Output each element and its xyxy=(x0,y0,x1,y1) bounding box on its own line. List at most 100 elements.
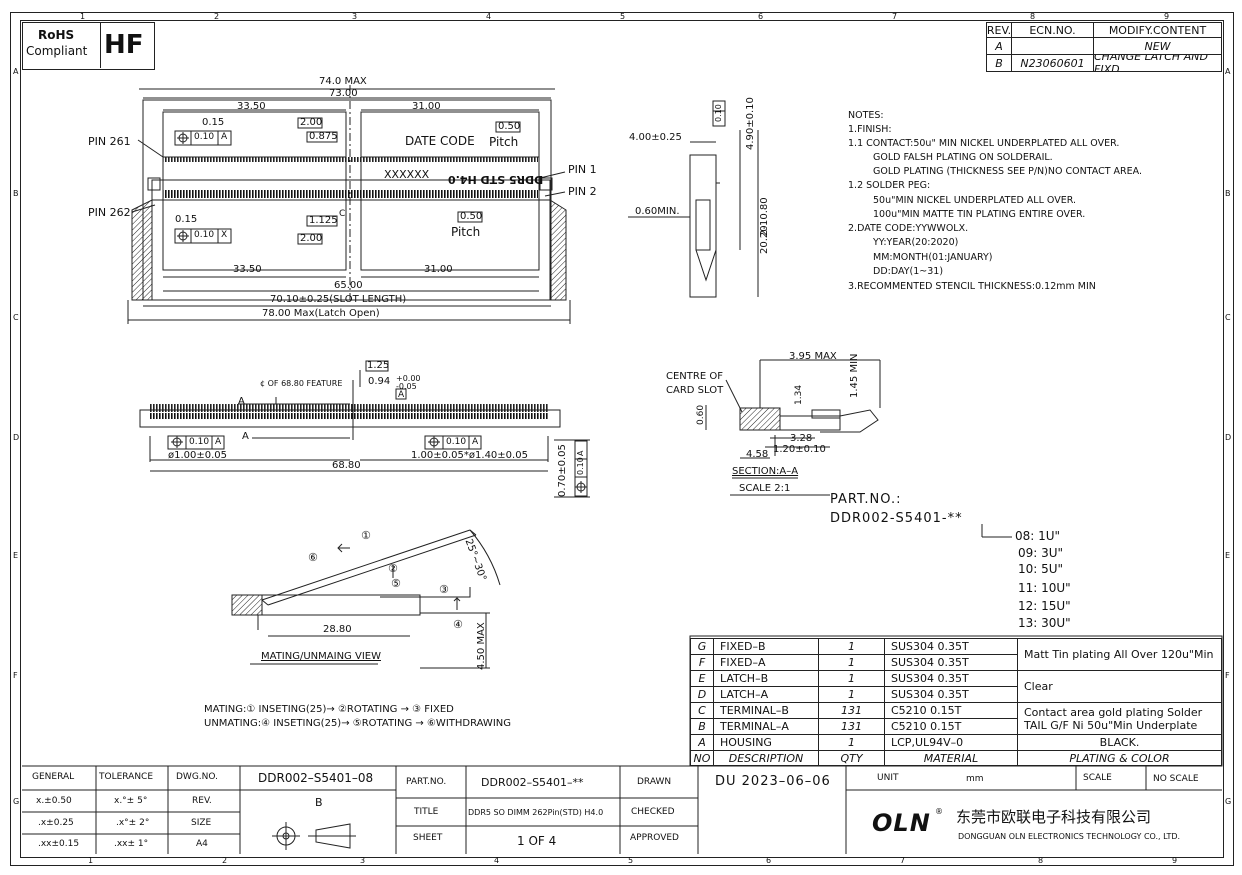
dim-6880: 68.80 xyxy=(332,460,361,471)
bom-no: B xyxy=(690,718,714,735)
col-label-6: 6 xyxy=(758,12,764,21)
dim-200-bot: 2.00 xyxy=(300,233,323,244)
gdt-tol-bot: 0.10 xyxy=(194,230,215,240)
part-no-label: PART.NO.: xyxy=(830,492,902,507)
centre-mark: C xyxy=(339,209,346,219)
row-label-f-right: F xyxy=(1225,671,1230,680)
pin-2-label: PIN 2 xyxy=(568,185,597,198)
dim-094: 0.94 xyxy=(368,376,391,387)
col-label-5: 5 xyxy=(620,12,626,21)
dim-070: 0.70±0.05 xyxy=(557,444,568,497)
bom-header-desc: DESCRIPTION xyxy=(713,750,819,766)
section-title: SECTION:A–A xyxy=(732,466,799,477)
bom-header-plating: PLATING & COLOR xyxy=(1017,750,1222,766)
bom-material: C5210 0.15T xyxy=(884,702,1018,719)
bom-material: SUS304 0.35T xyxy=(884,638,1018,655)
col-label-8-bottom: 8 xyxy=(1038,856,1044,865)
col-label-4-bottom: 4 xyxy=(494,856,500,865)
gdt-tol-left: 0.10 xyxy=(189,437,210,447)
dim-0875: 0.875 xyxy=(309,131,338,142)
title-value: DDR5 SO DIMM 262Pin(STD) H4.0 xyxy=(468,808,604,817)
content-b: CHANGE LATCH AND FIXD xyxy=(1093,54,1222,72)
row-label-a-right: A xyxy=(1225,67,1231,76)
part-no-label-tb: PART.NO. xyxy=(406,777,447,787)
row-label-c-right: C xyxy=(1225,313,1231,322)
part-no-value: DDR002-S5401-** xyxy=(830,511,963,526)
pitch-label-top: Pitch xyxy=(489,135,519,149)
plating-terminal: Contact area gold plating Solder TAIL G/… xyxy=(1017,702,1222,735)
part-option-12: 12: 15U" xyxy=(1018,599,1071,613)
bom-material: SUS304 0.35T xyxy=(884,654,1018,671)
col-label-3-bottom: 3 xyxy=(360,856,366,865)
row-label-e-right: E xyxy=(1225,551,1231,560)
tol-2-linear: .x±0.25 xyxy=(38,818,74,828)
section-scale: SCALE 2:1 xyxy=(739,483,791,494)
row-label-f: F xyxy=(13,671,18,680)
gdt-datum-vertical: A xyxy=(576,450,585,456)
bom-header-material: MATERIAL xyxy=(884,750,1018,766)
dim-060-section: 0.60 xyxy=(696,404,706,425)
note-3: GOLD FALSH PLATING ON SOLDERAIL. xyxy=(873,152,1053,163)
code-mark: XXXXXX xyxy=(384,168,430,181)
dim-bot-right: 31.00 xyxy=(424,264,453,275)
step-2-marker: ② xyxy=(388,562,398,575)
row-label-g: G xyxy=(13,797,20,806)
bom-no: G xyxy=(690,638,714,655)
gdt-datum-top: A xyxy=(221,132,228,142)
registered-mark: ® xyxy=(935,807,943,816)
bom-desc: LATCH–A xyxy=(713,686,819,703)
note-4: GOLD PLATING (THICKNESS SEE P/N)NO CONTA… xyxy=(873,166,1142,177)
section-mark-bottom: A xyxy=(242,431,249,442)
dim-450: 4.50 MAX xyxy=(476,622,487,670)
pin-1-label: PIN 1 xyxy=(568,163,597,176)
dim-1125: 1.125 xyxy=(309,215,338,226)
centre-label-1: CENTRE OF xyxy=(666,371,723,382)
note-8: 2.DATE CODE:YYWWOLX. xyxy=(848,223,969,234)
note-5: 1.2 SOLDER PEG: xyxy=(848,180,931,191)
note-2: 1.1 CONTACT:50u" MIN NICKEL UNDERPLATED … xyxy=(848,138,1120,149)
dim-490: 4.90±0.10 xyxy=(745,97,756,150)
dim-right-span: 31.00 xyxy=(412,101,441,112)
dim-bot-left: 33.50 xyxy=(233,264,262,275)
company-name-en: DONGGUAN OLN ELECTRONICS TECHNOLOGY CO.,… xyxy=(958,832,1181,841)
dim-65: 65.00 xyxy=(334,280,363,291)
outer-frame xyxy=(10,12,1234,866)
bom-header-no: NO xyxy=(690,750,714,766)
sheet-label: SHEET xyxy=(413,833,443,843)
row-label-a: A xyxy=(13,67,19,76)
col-label-9-bottom: 9 xyxy=(1172,856,1178,865)
stamp-text: DDR5 STD H4.0 xyxy=(448,173,544,186)
dim-395: 3.95 MAX xyxy=(789,351,837,362)
bom-desc: HOUSING xyxy=(713,734,819,751)
row-label-d: D xyxy=(13,433,20,442)
dim-pitch-top: 0.50 xyxy=(498,121,521,132)
inner-frame xyxy=(20,20,1224,858)
dwg-no-value: DDR002–S5401–08 xyxy=(258,771,374,785)
part-option-08: 08: 1U" xyxy=(1015,529,1061,543)
dim-015-top: 0.15 xyxy=(202,117,225,128)
side-view-outline xyxy=(689,154,717,298)
tolerance-label: TOLERANCE xyxy=(99,772,154,782)
dim-max-width: 74.0 MAX xyxy=(319,76,367,87)
date-code-label: DATE CODE xyxy=(405,134,475,148)
dim-060-min: 0.60MIN. xyxy=(635,206,680,217)
centre-label-2: CARD SLOT xyxy=(666,385,724,396)
dim-400: 4.00±0.25 xyxy=(629,132,682,143)
bom-desc: LATCH–B xyxy=(713,670,819,687)
bom-qty: 1 xyxy=(818,734,885,751)
note-12: 3.RECOMMENTED STENCIL THICKNESS:0.12mm M… xyxy=(848,281,1096,292)
gdt-datum-bot: X xyxy=(221,230,228,240)
dim-120: 1.20±0.10 xyxy=(773,444,826,455)
step-5-marker: ⑤ xyxy=(391,577,401,590)
col-label-8: 8 xyxy=(1030,12,1036,21)
scale-value: NO SCALE xyxy=(1153,774,1199,784)
col-label-4: 4 xyxy=(486,12,492,21)
note-7: 100u"MIN MATTE TIN PLATING ENTIRE OVER. xyxy=(873,209,1086,220)
plating-housing: BLACK. xyxy=(1017,734,1222,751)
plating-latch: Clear xyxy=(1017,670,1222,703)
dim-094-lower: -0.05 xyxy=(396,382,417,391)
rev-label: REV. xyxy=(192,796,212,806)
step-1-marker: ① xyxy=(361,529,371,542)
dim-200-top: 2.00 xyxy=(300,117,323,128)
row-label-e: E xyxy=(13,551,19,560)
